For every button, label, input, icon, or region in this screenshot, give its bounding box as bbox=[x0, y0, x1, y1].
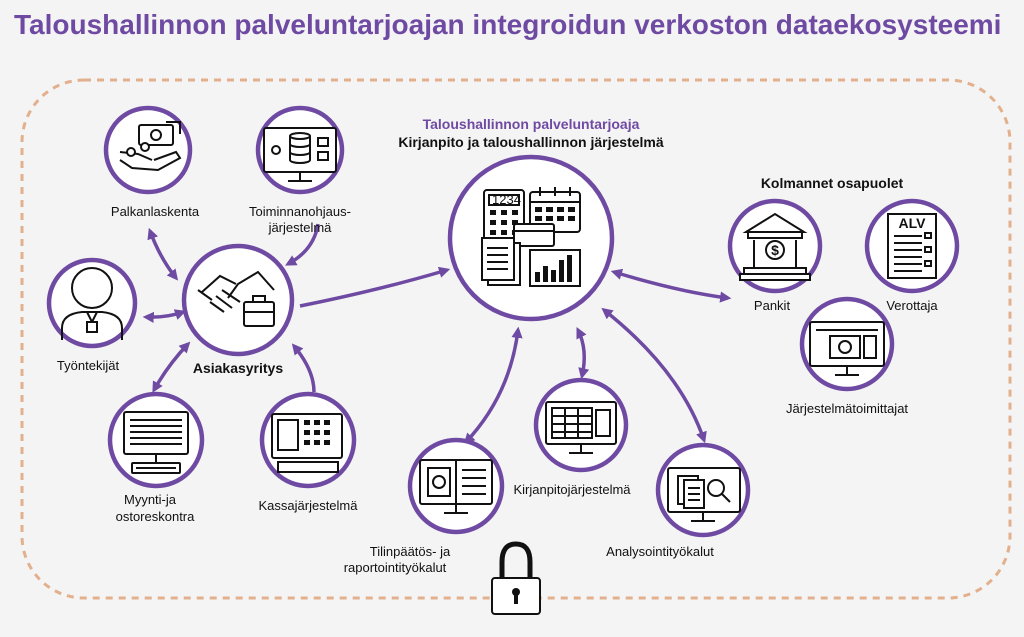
ledger-node bbox=[107, 391, 205, 489]
connection-arrows bbox=[142, 223, 732, 445]
arrow-employees-client bbox=[142, 309, 187, 323]
money-hand-icon bbox=[119, 121, 182, 172]
database-screen-icon bbox=[263, 127, 337, 182]
employees-node bbox=[46, 257, 138, 349]
ledger-label-line2: ostoreskontra bbox=[116, 509, 196, 524]
arrow-center-thirdparties bbox=[610, 268, 732, 303]
cash-register-icon bbox=[271, 413, 343, 473]
accounting-label: Kirjanpitojärjestelmä bbox=[513, 482, 631, 497]
ledger-screen-icon bbox=[123, 411, 189, 474]
arrow-client-center bbox=[299, 266, 451, 308]
arrow-center-accounting bbox=[576, 326, 590, 380]
center-subheading: Kirjanpito ja taloushallinnon järjestelm… bbox=[398, 134, 663, 150]
erp-node bbox=[255, 105, 345, 195]
center-heading: Taloushallinnon palveluntarjoaja bbox=[423, 116, 640, 132]
reporting-label-line1: Tilinpäätös- ja bbox=[370, 544, 451, 559]
erp-label-line2: järjestelmä bbox=[268, 220, 333, 235]
analysis-label: Analysointityökalut bbox=[606, 544, 714, 559]
reporting-node bbox=[407, 437, 505, 535]
person-badge-icon bbox=[61, 267, 123, 340]
pos-label: Kassajärjestelmä bbox=[259, 498, 359, 513]
ecosystem-boundary bbox=[20, 78, 1012, 600]
payroll-node bbox=[103, 105, 193, 195]
tax-form-label: ALV bbox=[899, 215, 927, 231]
payroll-label: Palkanlaskenta bbox=[111, 204, 200, 219]
third-parties-heading: Kolmannet osapuolet bbox=[761, 175, 904, 191]
arrow-pos-client bbox=[291, 343, 316, 393]
arrow-payroll-client bbox=[147, 227, 179, 281]
vendors-label: Järjestelmätoimittajat bbox=[786, 401, 908, 416]
padlock-icon bbox=[491, 541, 541, 615]
page-title: Taloushallinnon palveluntarjoajan integr… bbox=[14, 9, 1001, 40]
accounting-node bbox=[533, 377, 629, 473]
banks-label: Pankit bbox=[754, 298, 791, 313]
calendar-icon bbox=[529, 187, 581, 233]
pos-node bbox=[259, 391, 357, 489]
service-provider-node: 1234 bbox=[447, 154, 615, 322]
spreadsheet-screen-icon bbox=[545, 401, 617, 454]
client-node bbox=[181, 243, 295, 357]
report-screen-icon bbox=[419, 459, 493, 514]
document-stack-icon bbox=[481, 237, 521, 286]
vendors-node bbox=[799, 296, 895, 392]
vendor-screen-icon bbox=[809, 321, 885, 376]
banks-node: $ bbox=[727, 198, 823, 294]
reporting-label-line2: raportointityökalut bbox=[344, 560, 447, 575]
briefcase-icon bbox=[243, 295, 275, 327]
arrow-erp-client bbox=[285, 223, 320, 266]
bar-chart-icon bbox=[529, 249, 581, 287]
svg-text:1234: 1234 bbox=[492, 192, 521, 207]
tax-label: Verottaja bbox=[886, 298, 938, 313]
bank-icon: $ bbox=[739, 212, 811, 281]
erp-label-line1: Toiminnanohjaus- bbox=[249, 204, 351, 219]
svg-text:$: $ bbox=[771, 242, 779, 258]
analysis-node bbox=[655, 442, 751, 538]
arrow-center-analysis bbox=[601, 307, 707, 444]
tax-node: ALV bbox=[864, 198, 960, 294]
credit-card-icon bbox=[513, 223, 555, 247]
employees-label: Työntekijät bbox=[57, 358, 120, 373]
handshake-icon bbox=[197, 270, 275, 313]
tax-form-icon: ALV bbox=[887, 213, 937, 279]
arrow-ledger-client bbox=[152, 341, 191, 393]
ledger-label-line1: Myynti-ja bbox=[124, 492, 177, 507]
client-label: Asiakasyritys bbox=[193, 360, 284, 376]
arrow-center-reporting bbox=[463, 326, 523, 445]
magnifier-screen-icon bbox=[667, 467, 741, 522]
